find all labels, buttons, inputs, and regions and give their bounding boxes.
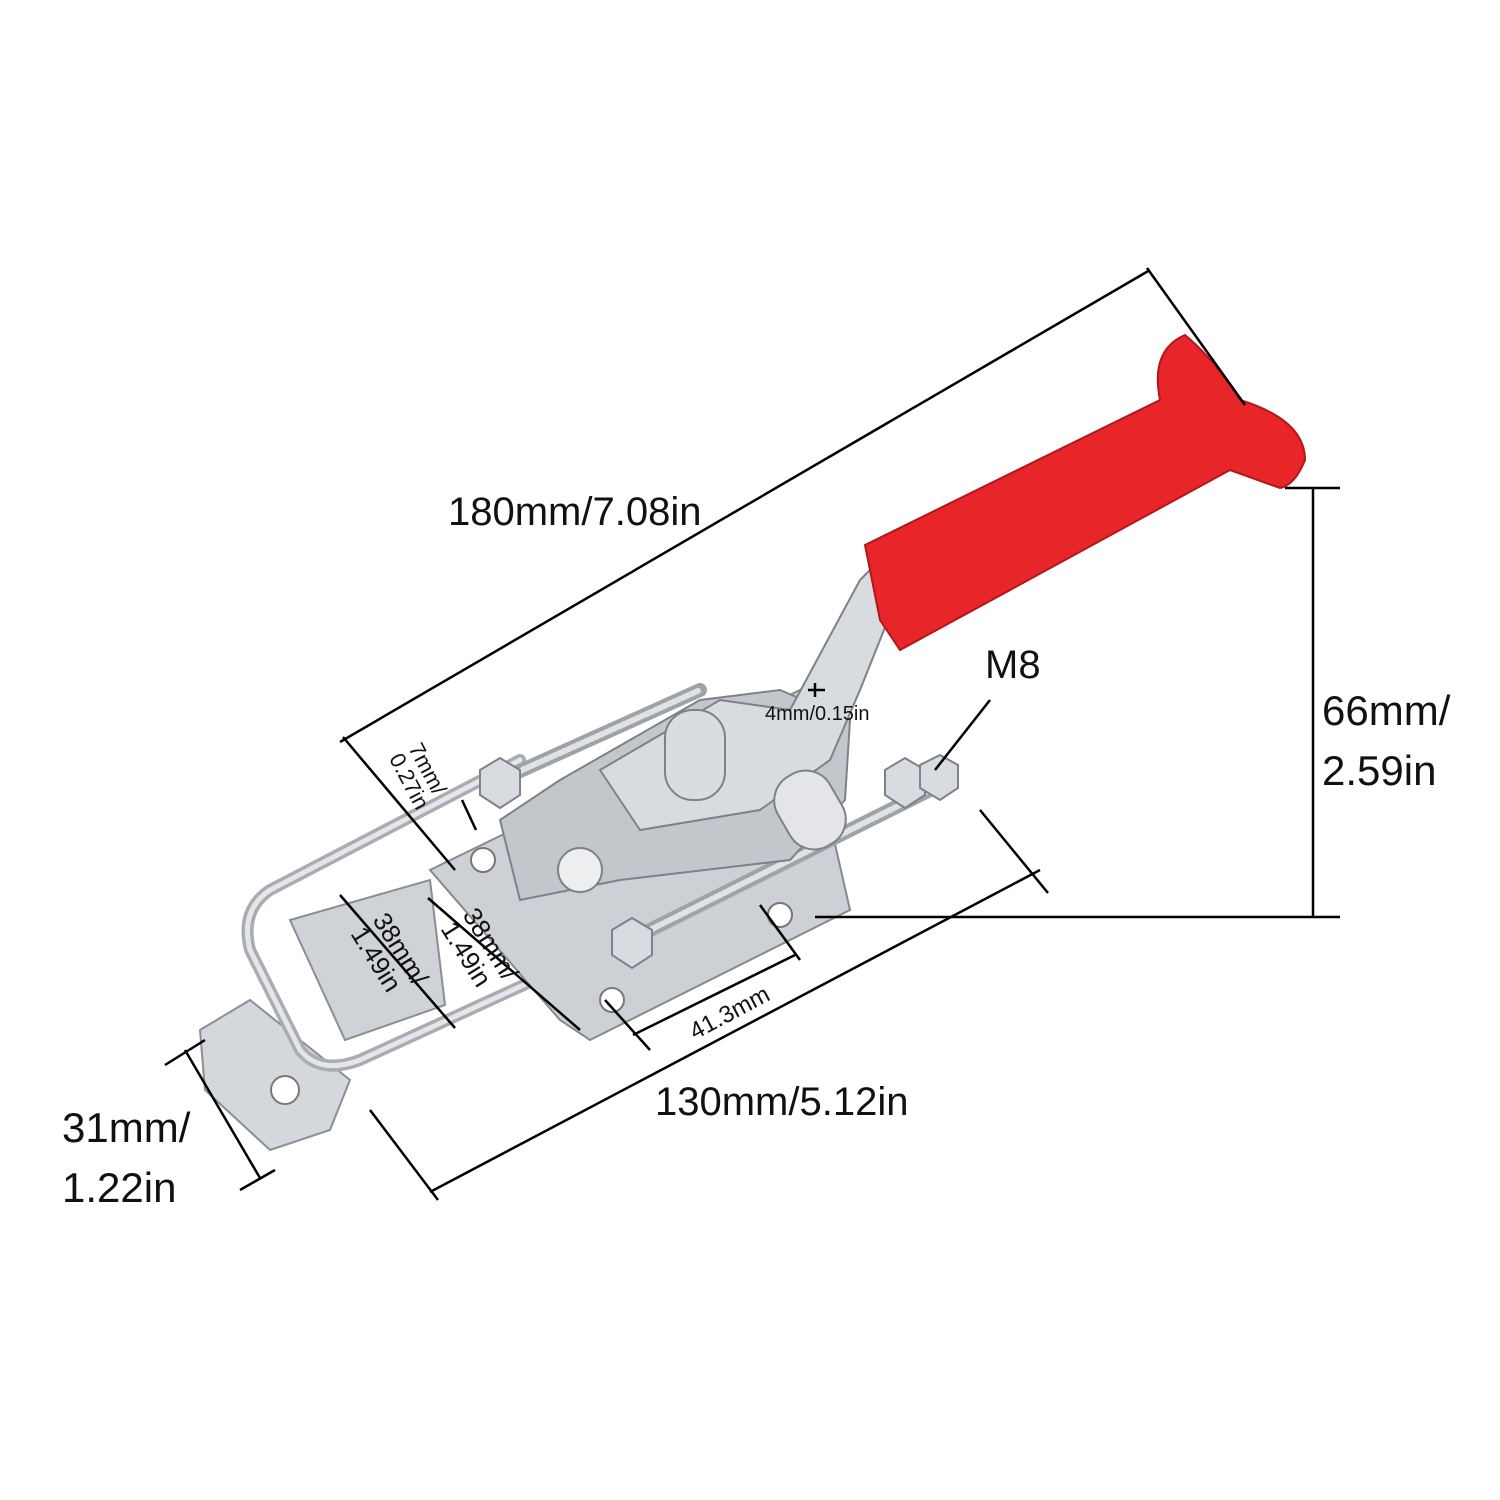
dimension-lines <box>164 267 1340 1201</box>
wire-loop <box>241 754 606 1072</box>
hole-spacing-label: 41.3mm <box>685 981 774 1046</box>
lever-body <box>498 558 902 902</box>
red-handle <box>863 333 1307 652</box>
height-label-line2: 2.59in <box>1322 747 1436 794</box>
catch-width-label-line1: 31mm/ <box>62 1104 191 1151</box>
overall-length-label: 180mm/7.08in <box>448 490 701 534</box>
catch-width-label-line2: 1.22in <box>62 1164 176 1211</box>
hex-nuts <box>479 753 959 970</box>
thread-label: M8 <box>985 643 1041 687</box>
lever-thickness-label: 4mm/0.15in <box>765 703 870 725</box>
catch-plate <box>198 998 352 1152</box>
catch-tab <box>288 878 447 1042</box>
height-label-line1: 66mm/ <box>1322 687 1451 734</box>
base-length-label: 130mm/5.12in <box>655 1080 908 1124</box>
